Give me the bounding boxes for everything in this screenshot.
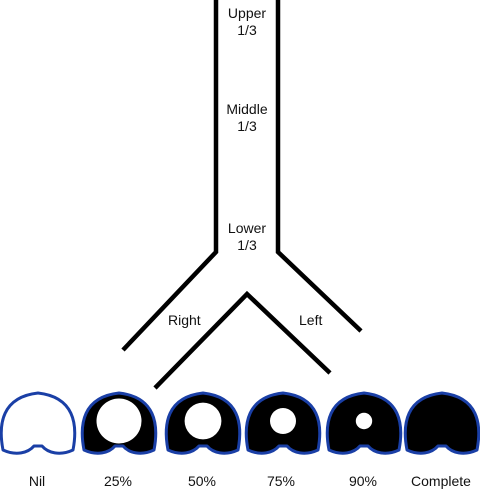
- airway-shape-complete: [403, 391, 480, 455]
- stenosis-caption-nil: Nil: [28, 473, 46, 489]
- stenosis-caption-75: 75%: [266, 473, 296, 489]
- trachea-right-wall: [275, 0, 363, 333]
- lumen-75: [270, 408, 296, 434]
- carina: [153, 290, 332, 390]
- lumen-50: [184, 402, 222, 440]
- branch-label-left: Left: [299, 312, 323, 328]
- trachea-left-wall: [121, 0, 219, 352]
- stenosis-caption-50: 50%: [187, 473, 217, 489]
- lumen-25: [96, 398, 142, 444]
- stenosis-caption-complete: Complete: [411, 473, 471, 489]
- segment-label-middle: Middle 1/3: [226, 101, 268, 134]
- segment-label-upper: Upper 1/3: [227, 5, 267, 38]
- branch-label-right: Right: [168, 312, 201, 328]
- segment-label-lower: Lower 1/3: [227, 220, 267, 253]
- stenosis-caption-90: 90%: [348, 473, 378, 489]
- lumen-90: [355, 412, 373, 430]
- stenosis-caption-25: 25%: [103, 473, 133, 489]
- airway-shape-nil: [0, 391, 77, 455]
